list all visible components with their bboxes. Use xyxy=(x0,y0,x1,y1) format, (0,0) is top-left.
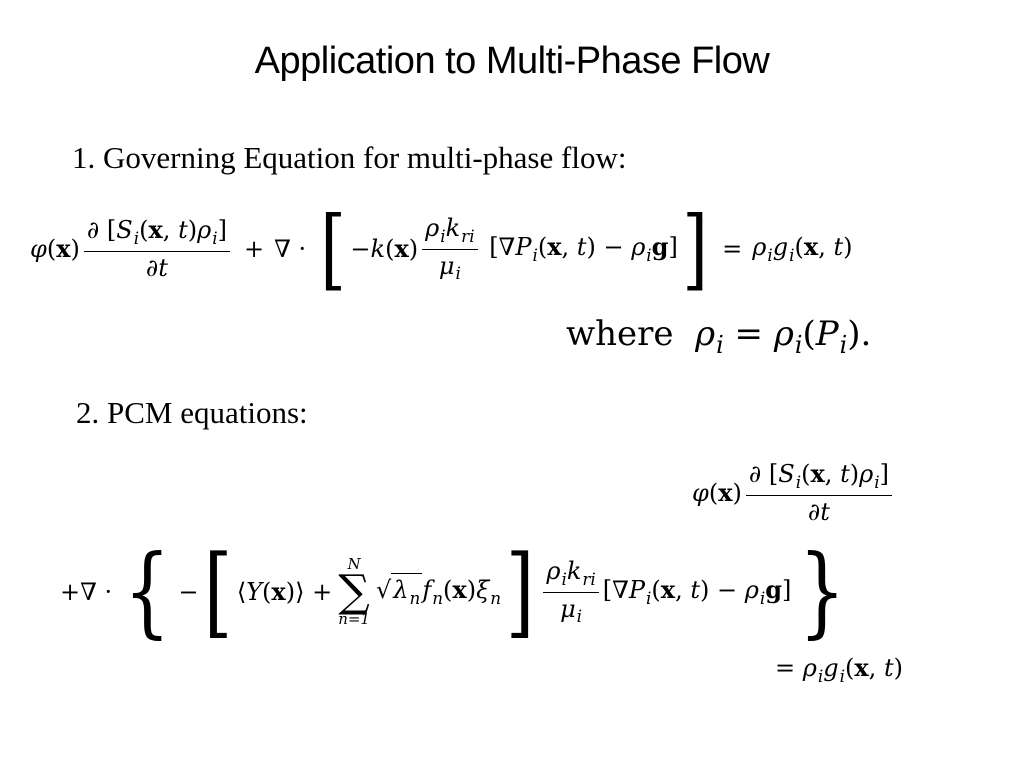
pcm-equation-line-3: = ρigi(x, t) xyxy=(775,653,903,686)
eq-time-derivative-fraction: ∂ [Si(x, t)ρi] ∂t xyxy=(83,218,230,280)
pcm-mean-field-term: ⟨Y(x)⟩ + xyxy=(236,577,333,606)
pcm-summation: N ∑ n=1 xyxy=(338,555,370,628)
eq-pressure-gradient-term: [∇Pi(x, t) − ρig] xyxy=(481,231,678,265)
pcm-right-bracket: ] xyxy=(505,535,535,649)
slide-title: Application to Multi-Phase Flow xyxy=(254,40,770,82)
pcm-left-brace: { xyxy=(123,535,171,649)
eq-left-bracket: [ xyxy=(320,197,347,300)
eq-term-porosity: φ(x) xyxy=(30,234,80,263)
eq-mobility-fraction: ρikri μi xyxy=(422,216,478,282)
pcm-time-derivative-fraction: ∂ [Si(x, t)ρi] ∂t xyxy=(745,462,892,524)
pcm-left-bracket: [ xyxy=(203,535,233,649)
pcm-equation-line-2: +∇ · { − [ ⟨Y(x)⟩ + N ∑ n=1 √λn fn(x)ξn … xyxy=(60,535,846,649)
pcm-equation-line-1: φ(x) ∂ [Si(x, t)ρi] ∂t xyxy=(692,462,896,524)
eq-source-term: ρigi(x, t) xyxy=(752,231,853,265)
density-relation: where ρi = ρi(Pi). xyxy=(566,314,872,360)
pcm-mobility-fraction: ρikri μi xyxy=(543,559,599,625)
pcm-sqrt-eigenvalue: √λn xyxy=(376,572,423,607)
section-heading-pcm-equations: 2. PCM equations: xyxy=(76,395,308,430)
pcm-pressure-gradient-term: [∇Pi(x, t) − ρig] xyxy=(602,574,792,608)
eq-permeability-term: −k(x) xyxy=(350,234,419,263)
pcm-eigenfunction-term: fn(x)ξn xyxy=(422,574,502,608)
where-label: where xyxy=(566,314,674,354)
section-heading-governing-equation: 1. Governing Equation for multi-phase fl… xyxy=(72,140,627,175)
governing-equation: φ(x) ∂ [Si(x, t)ρi] ∂t +∇ · [ −k(x) ρikr… xyxy=(30,197,853,300)
pcm-right-brace: } xyxy=(799,535,846,649)
eq-right-bracket: ] xyxy=(682,197,708,300)
